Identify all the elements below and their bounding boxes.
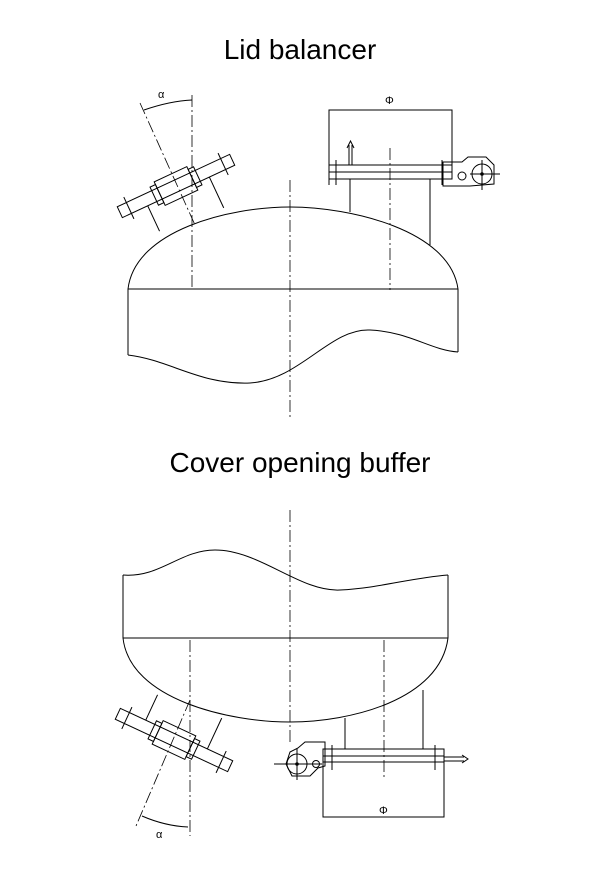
hinge-mechanism bbox=[274, 741, 326, 780]
vessel-body bbox=[122, 549, 449, 723]
diameter-label: Φ bbox=[379, 805, 388, 817]
balancer-cylinder bbox=[116, 152, 236, 232]
center-lines bbox=[139, 95, 391, 420]
angle-label: α bbox=[158, 89, 165, 101]
hinge-mechanism bbox=[442, 156, 500, 190]
manhole-nozzle: Φ bbox=[328, 95, 453, 245]
buffer-cylinder bbox=[114, 694, 234, 774]
cover-opening-buffer-title: Cover opening buffer bbox=[169, 447, 431, 478]
angle-dimension: α bbox=[143, 89, 193, 111]
angle-label: α bbox=[156, 829, 163, 841]
manhole-nozzle: Φ bbox=[322, 690, 469, 818]
lid-balancer-title: Lid balancer bbox=[223, 34, 377, 65]
lid-balancer-drawing: α Φ bbox=[116, 89, 500, 420]
center-lines bbox=[135, 510, 385, 836]
diameter-label: Φ bbox=[385, 95, 394, 107]
cover-opening-buffer-drawing: α Φ bbox=[114, 510, 469, 841]
vessel-body bbox=[127, 206, 459, 384]
angle-dimension: α bbox=[141, 815, 189, 841]
